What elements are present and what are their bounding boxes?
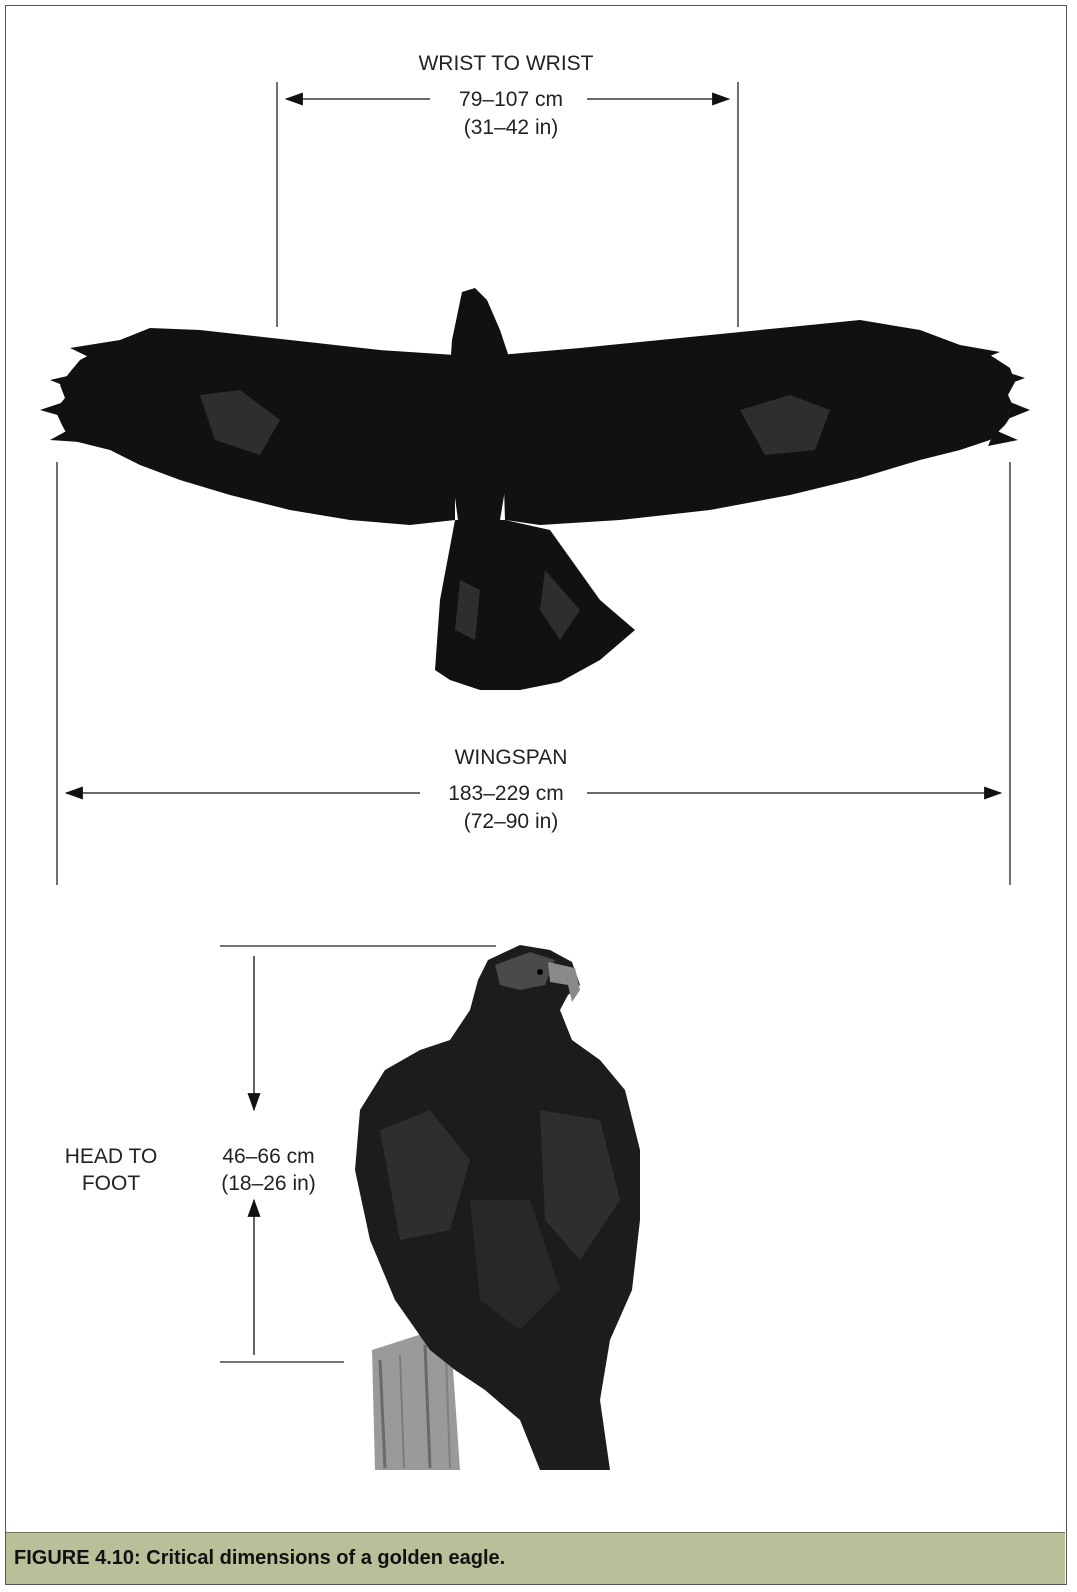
perched-eagle-photo [355, 945, 640, 1470]
height-title-line2: FOOT [45, 1170, 177, 1197]
wingspan-metric: 183–229 cm [425, 780, 587, 807]
wingspan-imperial: (72–90 in) [435, 808, 587, 835]
height-imperial: (18–26 in) [205, 1170, 332, 1197]
wrist-imperial: (31–42 in) [435, 114, 587, 141]
flying-eagle-silhouette [40, 288, 1030, 690]
figure-caption: FIGURE 4.10: Critical dimensions of a go… [6, 1532, 1065, 1584]
wingspan-title: WINGSPAN [435, 744, 587, 771]
height-metric: 46–66 cm [205, 1143, 332, 1170]
height-title-line1: HEAD TO [45, 1143, 177, 1170]
wrist-metric: 79–107 cm [435, 86, 587, 113]
wrist-title: WRIST TO WRIST [400, 50, 612, 77]
